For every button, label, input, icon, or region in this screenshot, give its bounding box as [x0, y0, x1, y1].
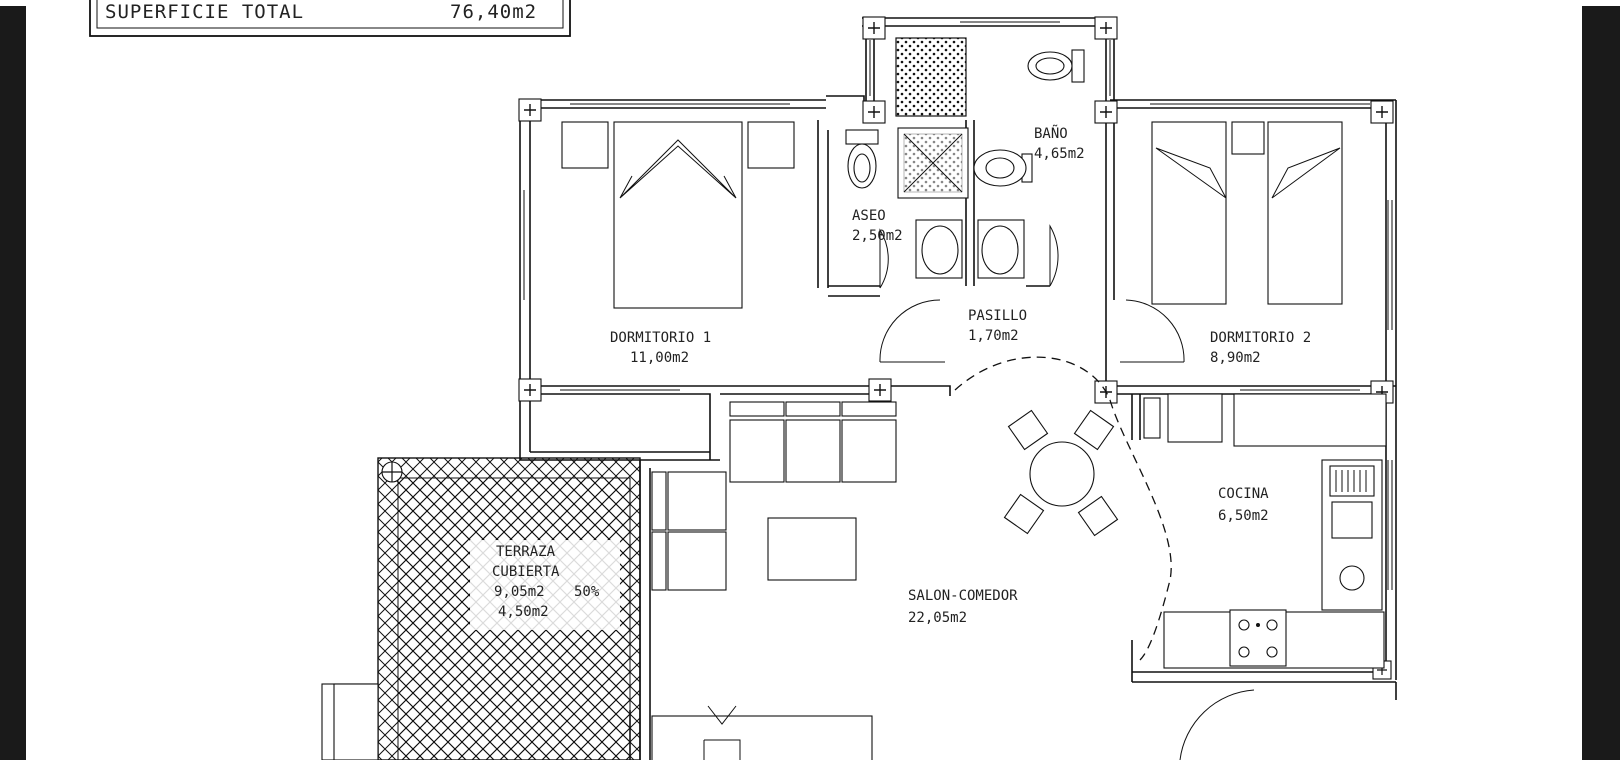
cocina-name: COCINA — [1218, 486, 1269, 502]
frame-left — [0, 0, 26, 760]
pasillo-name: PASILLO — [968, 308, 1027, 324]
bano-name: BAÑO — [1034, 125, 1068, 142]
terraza-area: 9,05m2 — [494, 584, 545, 600]
salon-kitchen-boundary — [954, 356, 1172, 661]
summary-box: SUPERFICIE TOTAL 76,40m2 — [89, 0, 571, 37]
pasillo-area: 1,70m2 — [968, 328, 1019, 344]
aseo-name: ASEO — [852, 208, 886, 224]
doors — [879, 224, 1255, 760]
kitchen-fixtures — [1143, 393, 1387, 669]
terraza-hatch — [321, 457, 641, 760]
windows — [519, 17, 1393, 590]
salon-name: SALON-COMEDOR — [908, 588, 1018, 604]
dormitorio1-area: 11,00m2 — [630, 350, 689, 366]
salon-furniture — [651, 401, 1119, 760]
summary-label: SUPERFICIE TOTAL — [105, 1, 304, 23]
bedroom-2-furniture — [1151, 121, 1343, 305]
frame-right — [1582, 0, 1620, 760]
dormitorio1-name: DORMITORIO 1 — [610, 330, 711, 346]
terraza-name-2: CUBIERTA — [492, 564, 560, 580]
dormitorio2-area: 8,90m2 — [1210, 350, 1261, 366]
aseo-area: 2,50m2 — [852, 228, 903, 244]
terraza-pct: 50% — [574, 584, 600, 600]
cocina-area: 6,50m2 — [1218, 508, 1269, 524]
column-markers — [518, 16, 1394, 680]
dormitorio2-name: DORMITORIO 2 — [1210, 330, 1311, 346]
terraza-area-pct: 4,50m2 — [498, 604, 549, 620]
bedroom-1-furniture — [561, 121, 795, 309]
room-labels: BAÑO 4,65m2 ASEO 2,50m2 PASILLO 1,70m2 D… — [492, 125, 1311, 626]
summary-value: 76,40m2 — [450, 1, 537, 23]
salon-area: 22,05m2 — [908, 610, 967, 626]
bano-area: 4,65m2 — [1034, 146, 1085, 162]
terraza-name-1: TERRAZA — [496, 544, 556, 560]
bathroom-fixtures — [845, 37, 1085, 279]
